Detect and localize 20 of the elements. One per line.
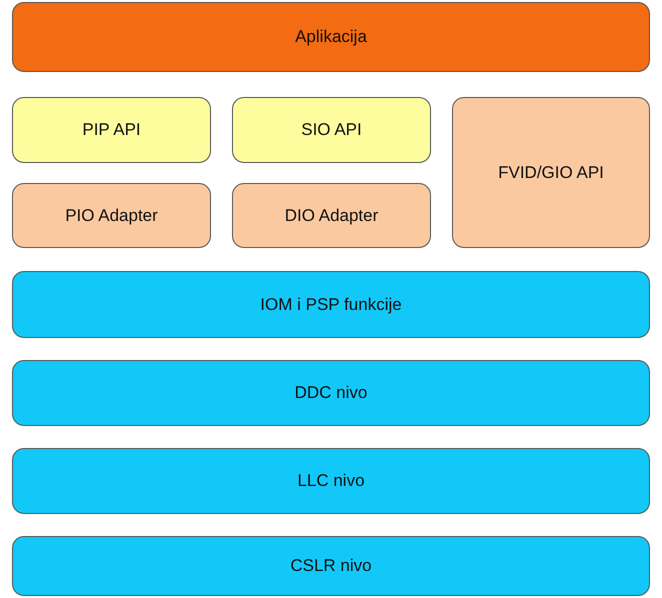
- application-layer: [12, 2, 650, 72]
- box-label: LLC nivo: [297, 471, 365, 491]
- layer-bar: [12, 360, 650, 426]
- api-box: [232, 97, 431, 163]
- layer-bar: [12, 536, 650, 596]
- adapter-box: [12, 183, 211, 248]
- box-label: CSLR nivo: [290, 556, 372, 576]
- box-label: PIP API: [82, 120, 141, 140]
- box-label: DIO Adapter: [284, 206, 378, 226]
- box-label: DDC nivo: [294, 383, 368, 403]
- box-label: SIO API: [301, 120, 362, 140]
- box-label: IOM i PSP funkcije: [260, 294, 402, 314]
- box-label: FVID/GIO API: [498, 162, 604, 182]
- layer-bar: [12, 271, 650, 338]
- api-box: [12, 97, 211, 163]
- adapter-box: [452, 97, 650, 248]
- box-label: Aplikacija: [295, 27, 367, 47]
- box-label: PIO Adapter: [65, 206, 158, 226]
- adapter-box: [232, 183, 431, 248]
- layer-bar: [12, 448, 650, 514]
